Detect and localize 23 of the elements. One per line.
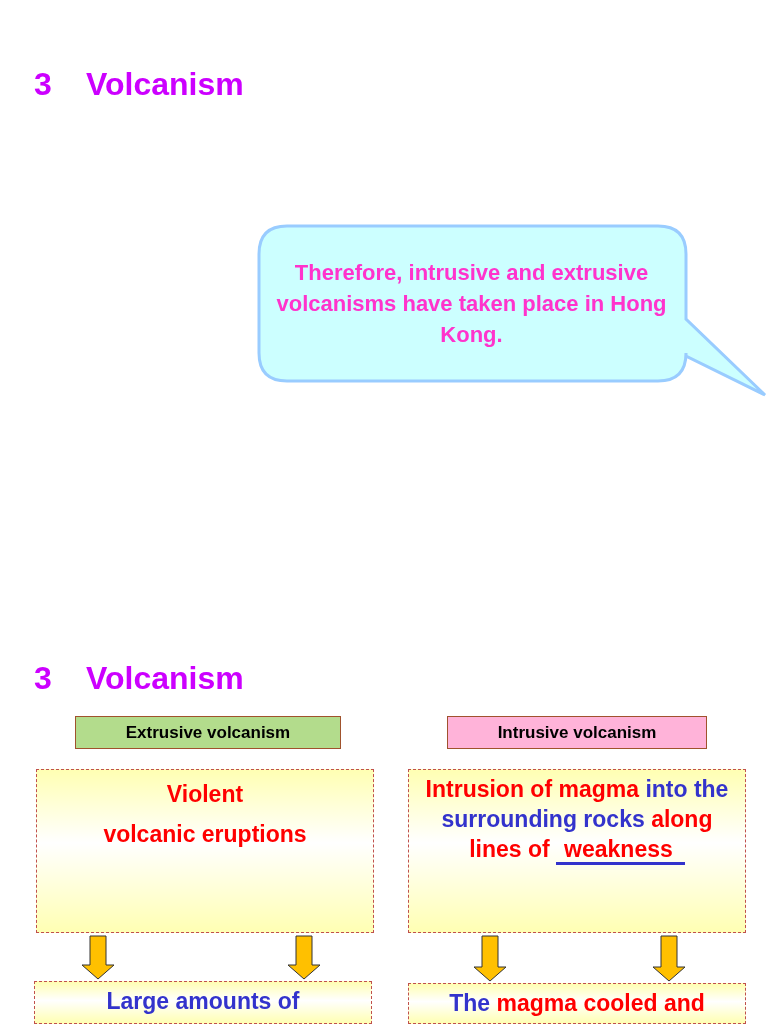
heading-text: Intrusive volcanism [497, 722, 657, 743]
box-text: Intrusion of magma into the surrounding rocks along lines of weakness [415, 774, 739, 864]
section-number: 3 [34, 662, 52, 694]
box-text: Violent [165, 780, 245, 809]
heading-text: Extrusive volcanism [125, 722, 291, 743]
description-box [36, 769, 374, 933]
heading-box [447, 716, 707, 749]
description-box [408, 769, 746, 933]
section-number: 3 [34, 68, 52, 100]
down-arrow [81, 935, 115, 980]
box-text: The magma cooled and [448, 989, 706, 1018]
description-box [408, 983, 746, 1024]
speech-bubble [257, 224, 768, 398]
down-arrow [652, 935, 686, 982]
heading-box [75, 716, 341, 749]
section-title: Volcanism [86, 662, 244, 694]
down-arrow [473, 935, 507, 982]
down-arrow [287, 935, 321, 980]
section-title: Volcanism [86, 68, 244, 100]
callout-text: Therefore, intrusive and extrusive volcanisms have taken place in Hong Kong. [275, 259, 668, 349]
box-text: Large amounts of [105, 987, 301, 1016]
description-box [34, 981, 372, 1024]
box-text: volcanic eruptions [102, 820, 308, 849]
